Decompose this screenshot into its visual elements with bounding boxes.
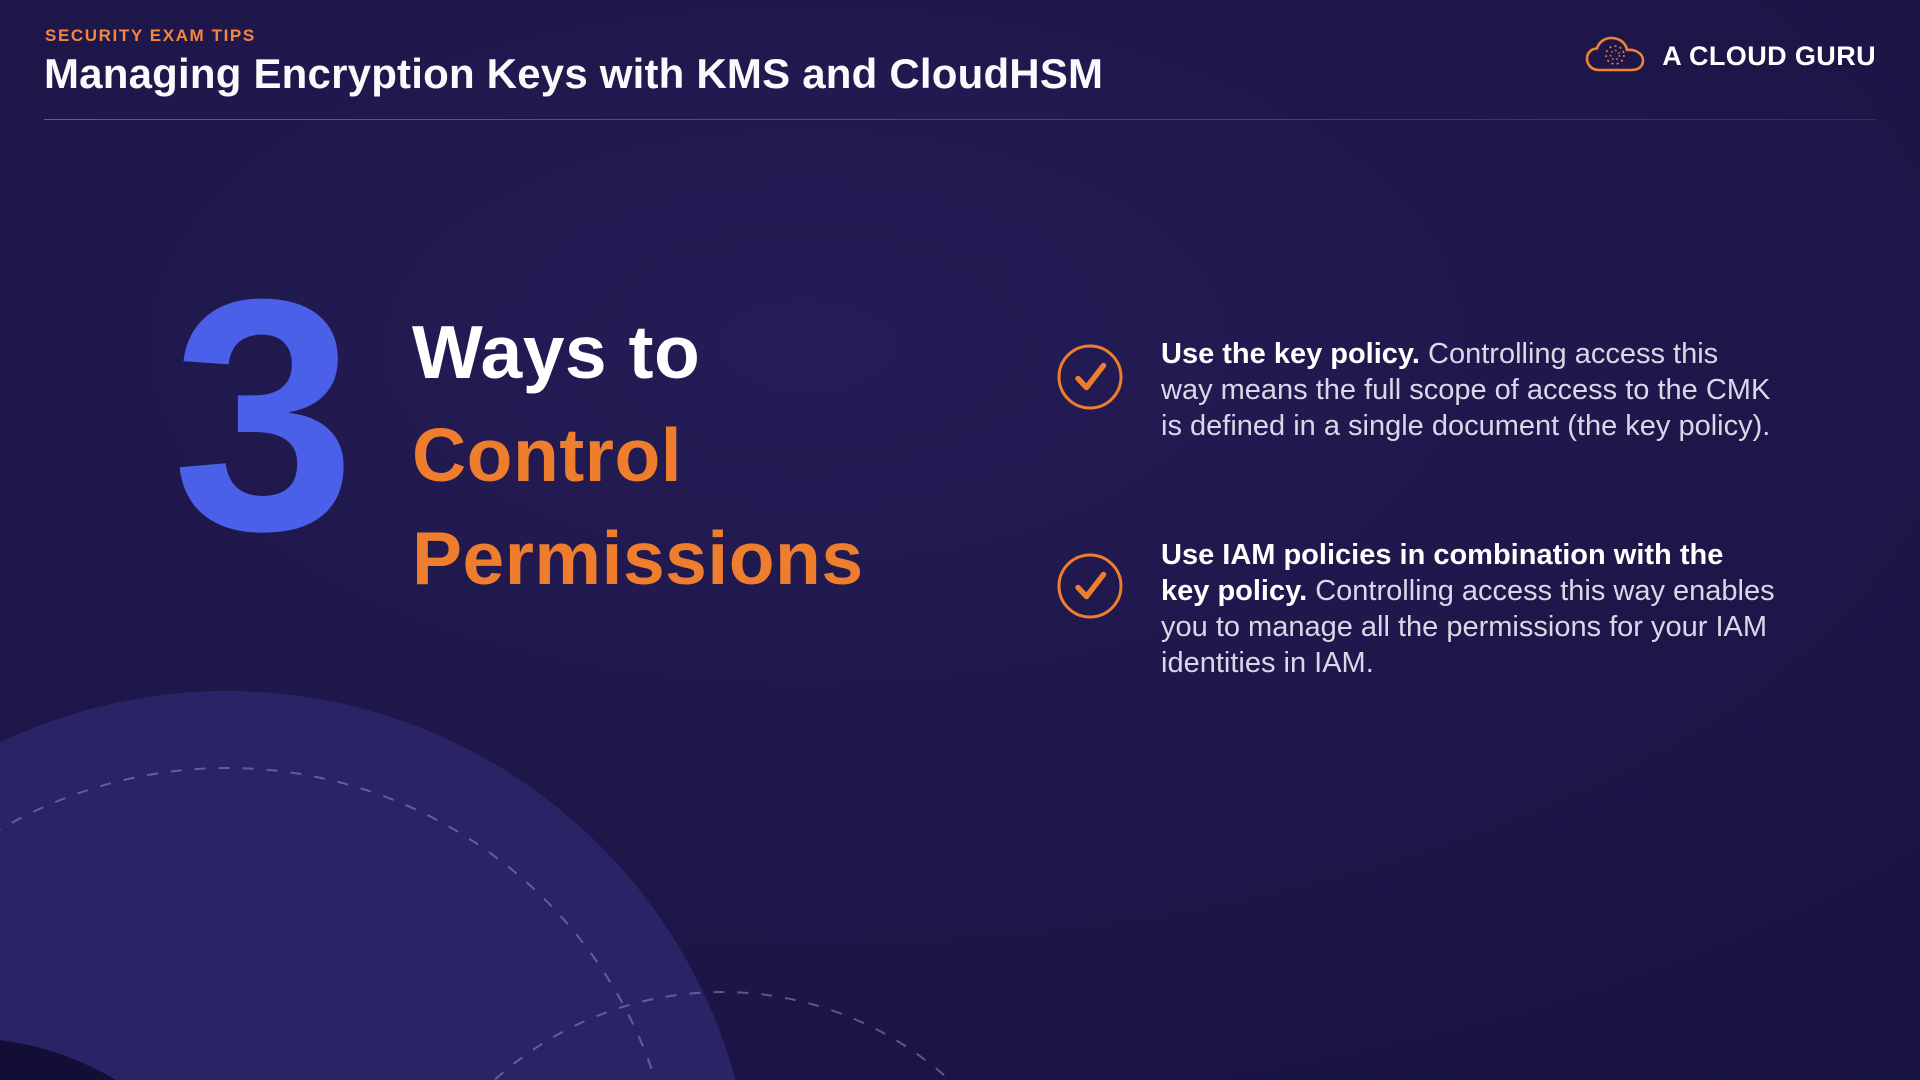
header-divider <box>44 119 1876 120</box>
cloud-logo-icon <box>1585 36 1645 72</box>
check-icon <box>1057 344 1123 410</box>
hero-line-1: Ways to <box>412 310 701 394</box>
check-icon <box>1057 553 1123 619</box>
brand-name: A CLOUD GURU <box>1662 40 1876 71</box>
bullet-body: Controlling access this way means the fu… <box>1161 338 1771 442</box>
filled-circle-decor <box>0 691 736 1080</box>
bullet-body: Controlling access this way enables you … <box>1161 575 1775 679</box>
page-title: Managing Encryption Keys with KMS and Cl… <box>44 50 1104 97</box>
big-number: 3 <box>172 230 356 599</box>
bullet-text: Use IAM policies in combination with the… <box>1161 537 1775 681</box>
bullet-text: Use the key policy. Controlling access t… <box>1161 336 1775 444</box>
hero-line-2: Control <box>412 413 683 497</box>
dashed-circle-bottom-icon <box>493 991 951 1080</box>
hero-heading: Ways to Control Permissions <box>412 301 864 610</box>
hero-line-3: Permissions <box>412 516 864 600</box>
bullet-lead: Use IAM policies in combination with the… <box>1161 539 1724 607</box>
eyebrow-label: SECURITY EXAM TIPS <box>45 26 256 45</box>
bullet-item-iam-policies: Use IAM policies in combination with the… <box>1057 537 1775 681</box>
bullet-item-key-policy: Use the key policy. Controlling access t… <box>1057 336 1775 444</box>
bullet-lead: Use the key policy. <box>1161 338 1420 370</box>
dashed-circle-left-icon <box>0 767 657 1080</box>
brand-logo: A CLOUD GURU <box>1584 34 1876 78</box>
dark-corner-circle-decor <box>0 1040 116 1080</box>
